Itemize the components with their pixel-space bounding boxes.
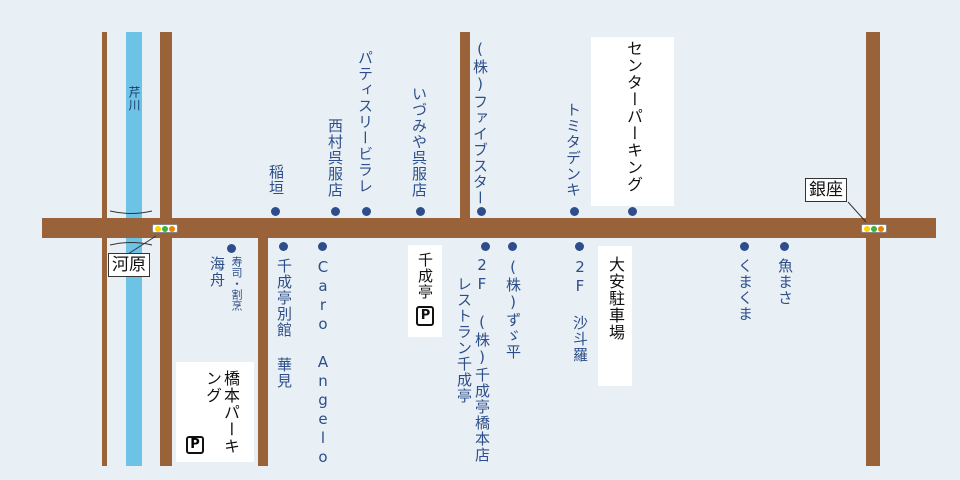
river-label: 芹川: [127, 86, 141, 112]
place-patisserie-marker: [362, 207, 371, 216]
place-zuzuhei-marker: [508, 242, 517, 251]
intersection-kawara: 河原: [108, 253, 150, 277]
traffic-light-ginza-icon: [861, 224, 887, 233]
senariyatei-parking-box: [408, 245, 442, 337]
intersection-ginza: 銀座: [805, 178, 847, 202]
place-satora: 2F 沙斗羅: [571, 258, 589, 363]
side-street-center: [460, 32, 470, 218]
place-tomita-denki-marker: [570, 207, 579, 216]
place-inagaki: 稲垣: [267, 164, 285, 196]
place-kaishu-marker: [227, 244, 236, 253]
place-izumiya: いづみや呉服店: [410, 86, 428, 198]
parking-senariyatei: 千成亭P: [416, 252, 434, 326]
place-center-parking: センターパーキング: [624, 40, 643, 193]
place-satora-marker: [575, 242, 584, 251]
place-sushi-kappo: 寿司・割烹: [230, 256, 243, 311]
place-hanami-marker: [279, 242, 288, 251]
center-parking-box: [591, 37, 674, 206]
place-uomasa-marker: [780, 242, 789, 251]
place-center-parking-marker: [628, 207, 637, 216]
riverside-road-east: [160, 32, 172, 466]
place-five-star: (株)ファイブスター: [471, 40, 489, 206]
place-kumakuma: くまくま: [736, 258, 754, 322]
riverside-road-west: [102, 32, 107, 466]
parking-daian: 大安駐車場: [606, 256, 625, 341]
main-street: [42, 218, 936, 238]
place-caro-angelo-marker: [318, 242, 327, 251]
place-five-star-marker: [477, 207, 486, 216]
traffic-light-kawara-icon: [152, 224, 178, 233]
place-tomita-denki: トミタデンキ: [564, 102, 582, 198]
place-uomasa: 魚まさ: [776, 258, 794, 306]
ginza-leader-line: [847, 201, 867, 223]
place-nishimura: 西村呉服店: [326, 118, 344, 198]
bridge-marks: [109, 210, 153, 246]
place-caro-angelo: Caro Angelo: [314, 258, 332, 467]
place-kumakuma-marker: [740, 242, 749, 251]
place-restaurant-senariyatei: レストラン千成亭: [455, 276, 473, 404]
place-senariyatei-hashimoto: 2F (株)千成亭橋本店: [473, 256, 491, 463]
place-nishimura-marker: [331, 207, 340, 216]
hashimoto-parking-box: [176, 362, 254, 462]
parking-hashimoto: 橋本パーキング: [203, 370, 240, 455]
hashimoto-parking-p-icon: P: [186, 436, 204, 454]
place-patisserie: パティスリービラレ: [356, 50, 374, 194]
parking-p-icon: P: [416, 306, 434, 326]
place-kaishu: 海舟: [208, 256, 226, 288]
place-zuzuhei: (株)ずゞ平: [504, 258, 522, 360]
place-senariyatei-hashimoto-marker: [481, 242, 490, 251]
place-izumiya-marker: [416, 207, 425, 216]
place-inagaki-marker: [271, 207, 280, 216]
kawara-leader-line: [127, 235, 157, 255]
serikawa-river: [126, 32, 142, 466]
daian-parking-box: [598, 246, 632, 386]
ginza-street: [866, 32, 880, 466]
side-street-hashimoto: [258, 238, 268, 466]
place-hanami: 千成亭別館 華見: [275, 258, 293, 389]
